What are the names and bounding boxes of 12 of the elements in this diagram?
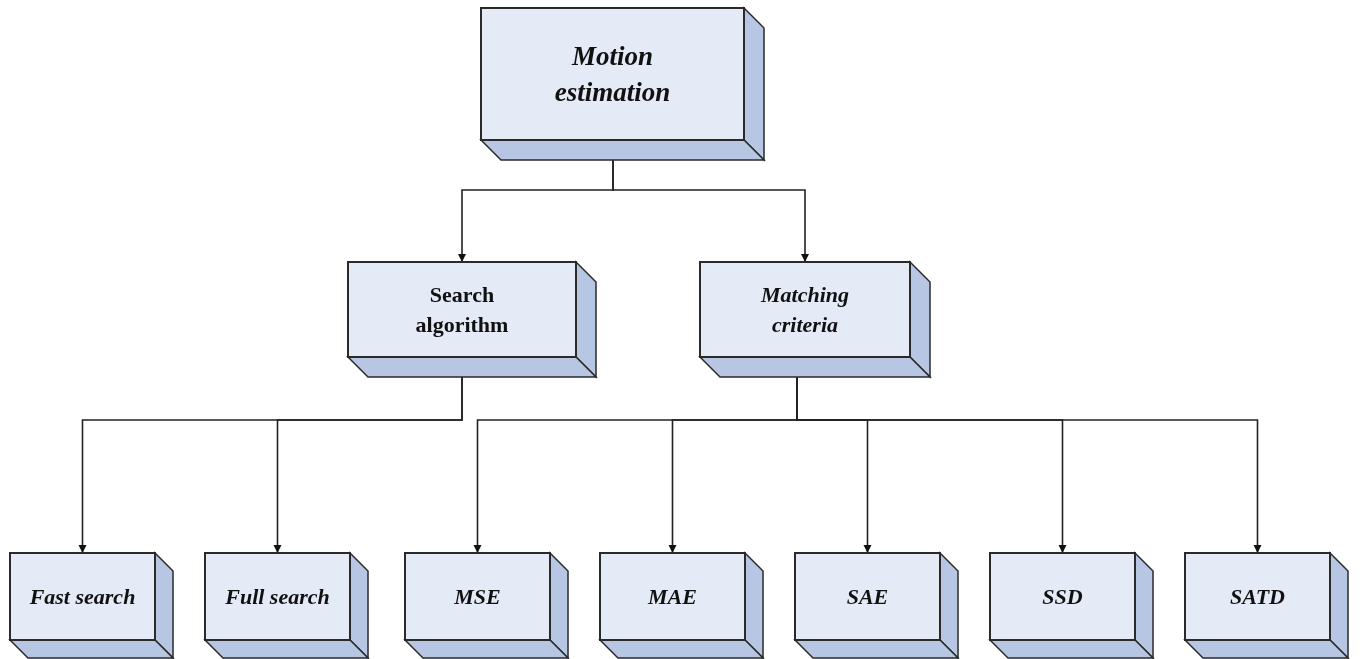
node-label: MSE [453, 582, 502, 611]
node-label: SSD [1041, 582, 1084, 611]
node-label: SAE [845, 582, 890, 611]
node-label: SATD [1229, 582, 1286, 611]
connector-arrow [273, 376, 463, 554]
connector-arrow [612, 159, 809, 263]
node-label: Full search [224, 582, 331, 611]
node-label: MAE [646, 582, 698, 611]
node-label: Matching criteria [759, 280, 850, 339]
node-label: Fast search [28, 582, 137, 611]
node-label: Motion estimation [553, 39, 672, 109]
node-label: Search algorithm [414, 280, 510, 339]
